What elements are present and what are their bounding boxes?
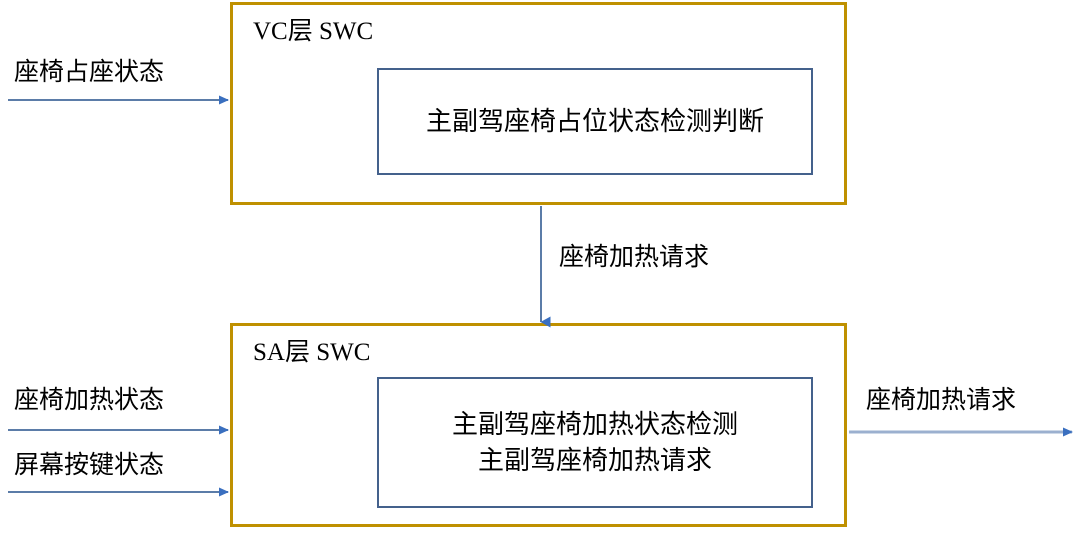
signal-label-heating-request-output: 座椅加热请求 — [866, 385, 1017, 414]
signal-label-screen-key-state: 屏幕按键状态 — [14, 450, 165, 479]
vc-layer-title: VC层 SWC — [253, 18, 374, 45]
signal-label-seat-occupancy: 座椅占座状态 — [14, 57, 165, 86]
sa-component-line-2: 主副驾座椅加热请求 — [477, 445, 712, 476]
vc-component-box: 主副驾座椅占位状态检测判断 — [377, 68, 813, 175]
sa-layer-title: SA层 SWC — [253, 339, 371, 366]
signal-label-seat-heating-state: 座椅加热状态 — [14, 385, 165, 414]
vc-component-line-1: 主副驾座椅占位状态检测判断 — [425, 106, 764, 137]
sa-component-line-1: 主副驾座椅加热状态检测 — [451, 409, 738, 440]
sa-component-box: 主副驾座椅加热状态检测 主副驾座椅加热请求 — [377, 377, 813, 508]
signal-label-heating-request-interlayer: 座椅加热请求 — [559, 242, 710, 271]
